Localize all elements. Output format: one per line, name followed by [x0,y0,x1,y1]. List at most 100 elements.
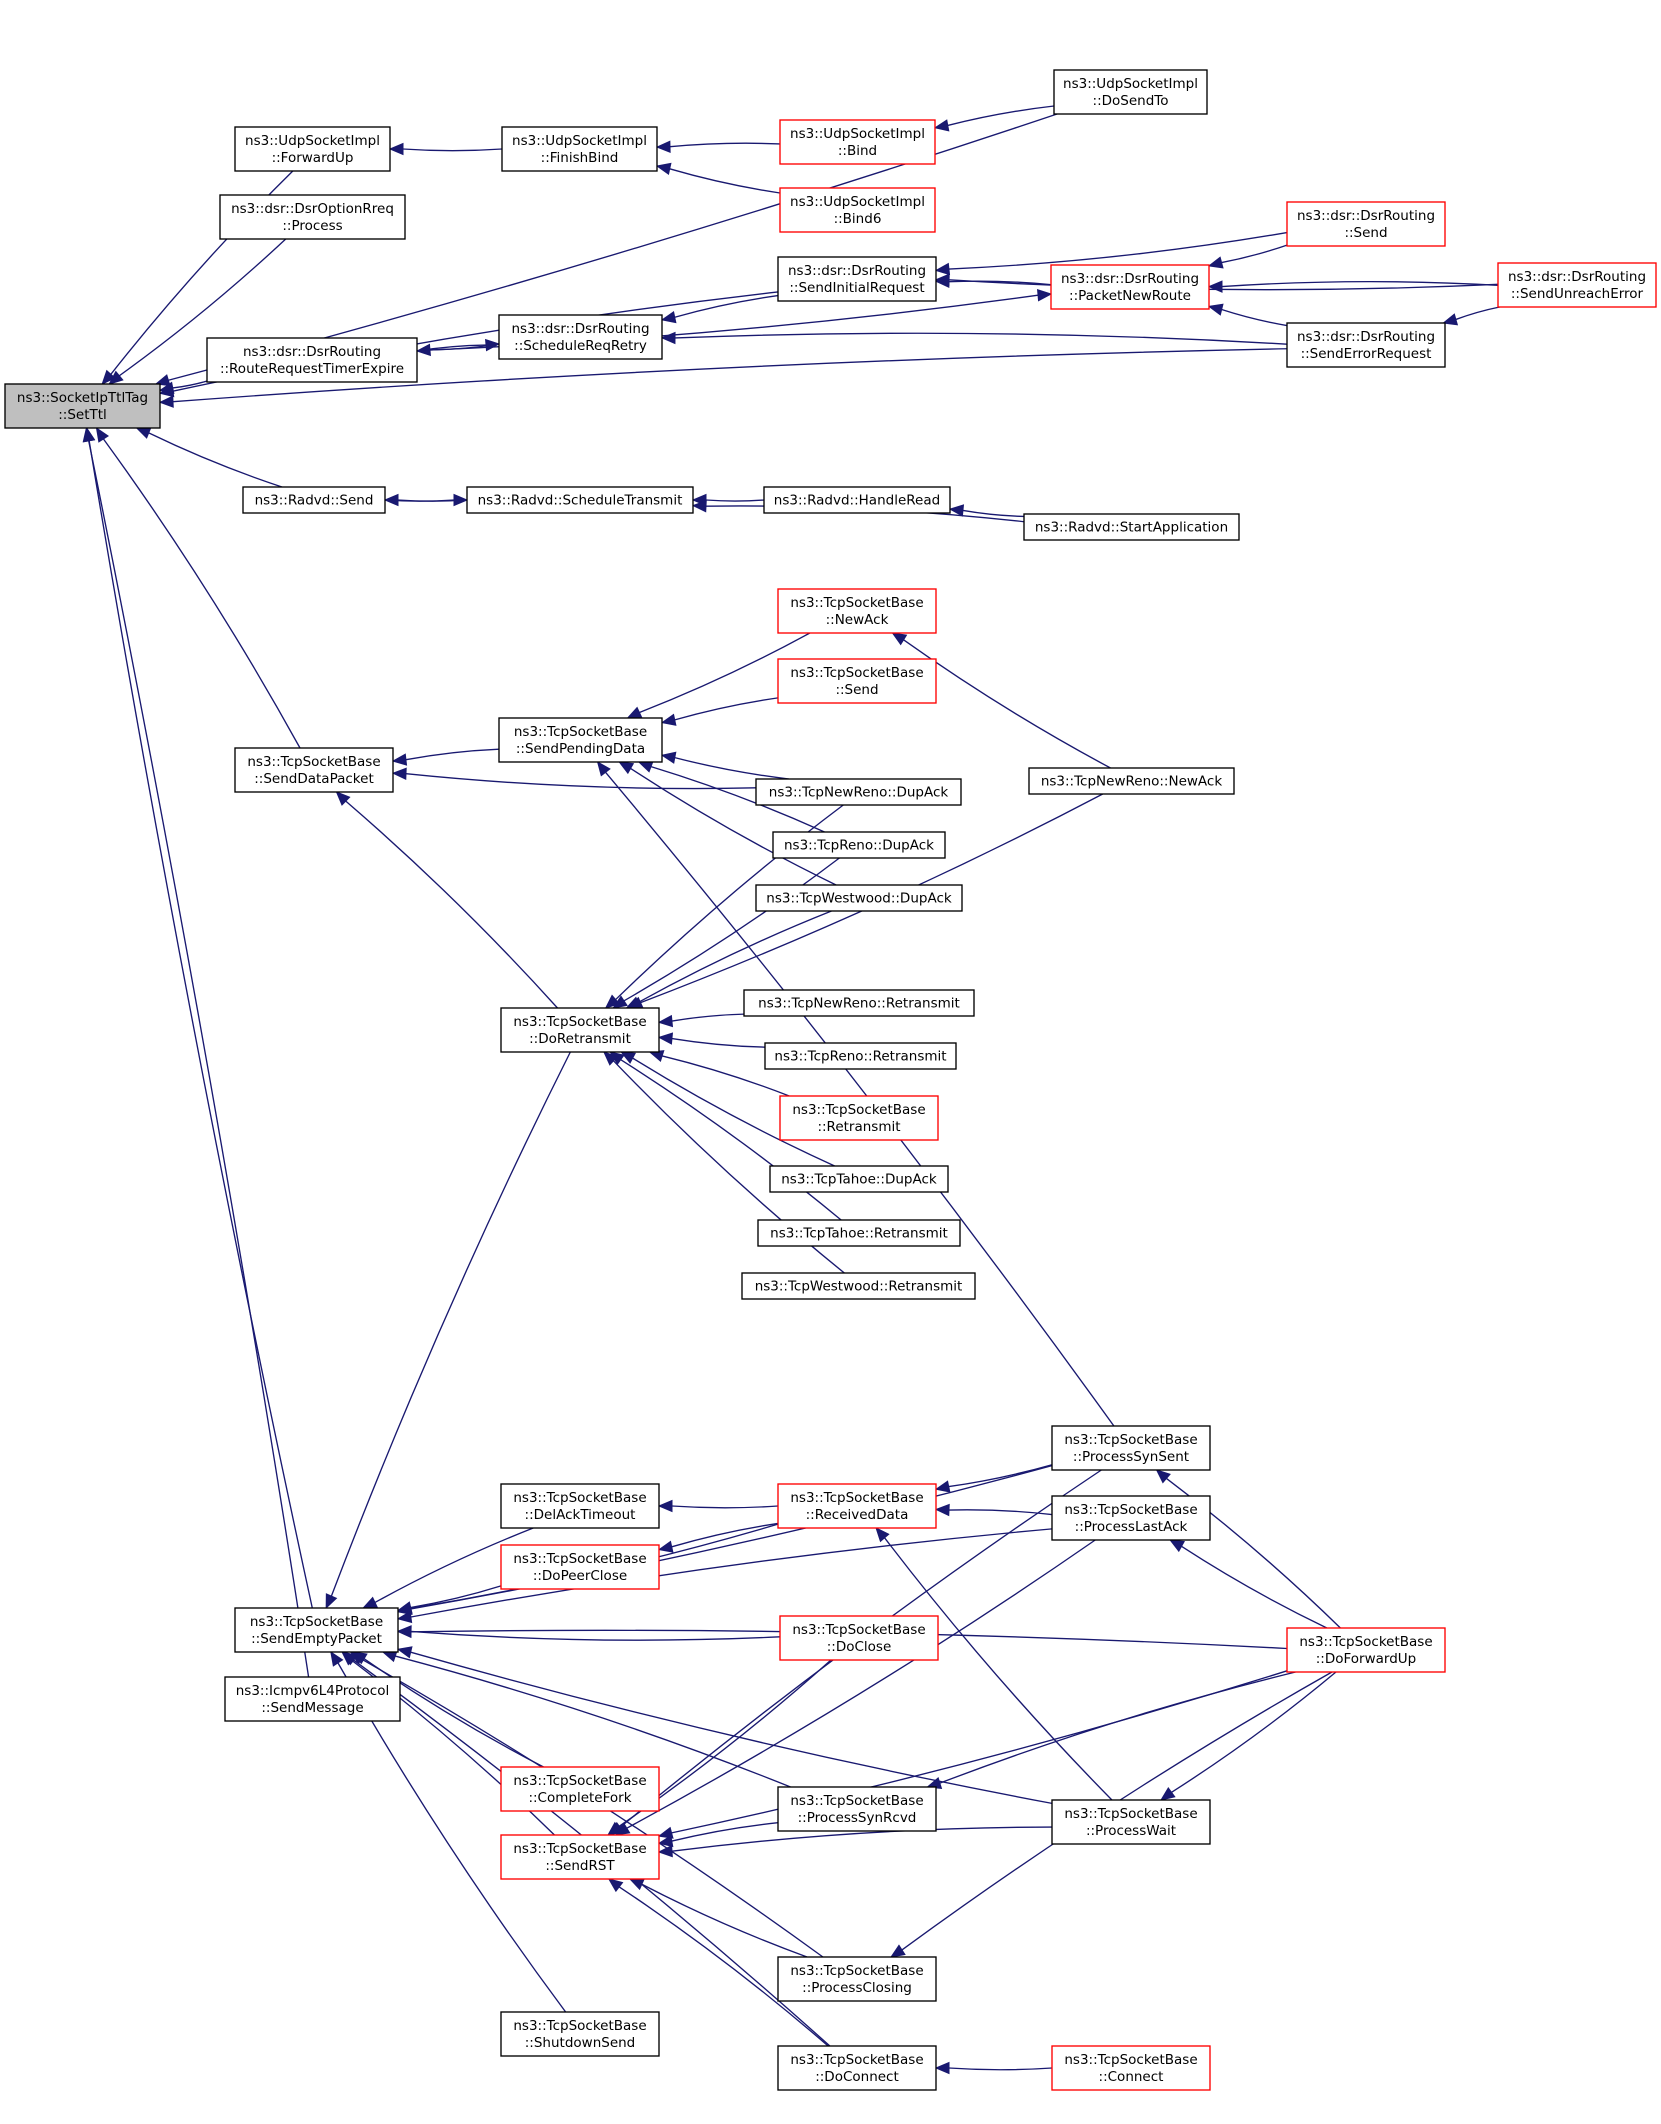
node-box [1053,69,1208,115]
arrowhead-icon [396,1601,413,1614]
node-label-line: ::ReceivedData [806,1507,909,1523]
node-tcp-synsent[interactable]: ns3::TcpSocketBase::ProcessSynSent [1051,1425,1211,1471]
node-tcp-doclose[interactable]: ns3::TcpSocketBase::DoClose [779,1615,939,1661]
node-label-line: ns3::TcpSocketBase [1299,1634,1432,1650]
node-box [1497,262,1657,308]
node-newreno-dupack[interactable]: ns3::TcpNewReno::DupAck [755,778,962,806]
node-udp-forwardup[interactable]: ns3::UdpSocketImpl::ForwardUp [234,126,391,172]
arrowhead-icon [362,1596,379,1609]
node-tcp-retx[interactable]: ns3::TcpSocketBase::Retransmit [779,1095,939,1141]
node-dsr-senderr[interactable]: ns3::dsr::DsrRouting::SendErrorRequest [1286,322,1446,368]
edge-line [705,499,765,502]
call-edge-reno_dupack-to-tcp_doretx [612,857,840,1009]
node-settl[interactable]: ns3::SocketIpTtlTag::SetTtl [4,383,161,429]
node-udp-bind6[interactable]: ns3::UdpSocketImpl::Bind6 [779,187,936,233]
node-tcp-sdp[interactable]: ns3::TcpSocketBase::SendDataPacket [234,747,394,793]
call-edge-newreno_dupack-to-tcp_sdp [391,767,757,790]
node-radvd-start[interactable]: ns3::Radvd::StartApplication [1023,513,1240,541]
call-edge-dsr_unreach-to-dsr_sendinit [934,273,1499,291]
arrowhead-icon [596,760,611,777]
node-tcp-shutdown[interactable]: ns3::TcpSocketBase::ShutdownSend [500,2011,660,2057]
node-tcp-fwdup[interactable]: ns3::TcpSocketBase::DoForwardUp [1286,1627,1446,1673]
node-tcp-delack[interactable]: ns3::TcpSocketBase::DelAckTimeout [500,1483,660,1529]
node-dsr-sched[interactable]: ns3::dsr::DsrRouting::ScheduleReqRetry [498,314,663,360]
node-box [755,778,962,806]
node-reno-retx[interactable]: ns3::TcpReno::Retransmit [764,1042,957,1070]
node-icmp-sendmsg[interactable]: ns3::Icmpv6L4Protocol::SendMessage [224,1676,401,1722]
node-tcp-send[interactable]: ns3::TcpSocketBase::Send [777,658,937,704]
arrowhead-icon [889,1944,906,1958]
edge-line [948,1509,1053,1516]
node-label-line: ::DoForwardUp [1316,1651,1417,1667]
node-label-line: ::Bind6 [834,211,882,227]
node-tcp-synrcvd[interactable]: ns3::TcpSocketBase::ProcessSynRcvd [777,1786,937,1832]
edge-layer [82,105,1500,2075]
arrowhead-icon [602,1051,619,1066]
edge-line [1181,1545,1328,1629]
node-udp-finishbind[interactable]: ns3::UdpSocketImpl::FinishBind [501,126,658,172]
call-edge-dsr_send-to-dsr_sendinit [934,231,1288,276]
node-tcp-doconnect[interactable]: ns3::TcpSocketBase::DoConnect [777,2045,937,2091]
call-edge-tcp_synsent-to-tcp_recvdata [934,1464,1053,1493]
node-label-line: ns3::Radvd::Send [255,493,374,509]
call-edge-tcp_doclose-to-tcp_sep [396,1625,781,1641]
node-tcp-peerclose[interactable]: ns3::TcpSocketBase::DoPeerClose [500,1544,660,1590]
node-label-line: ::RouteRequestTimerExpire [220,361,404,377]
node-dsr-send[interactable]: ns3::dsr::DsrRouting::Send [1286,201,1446,247]
node-newreno-retx[interactable]: ns3::TcpNewReno::Retransmit [743,989,975,1017]
node-westwood-dupack[interactable]: ns3::TcpWestwood::DupAck [755,884,963,912]
node-dsr-unreach[interactable]: ns3::dsr::DsrRouting::SendUnreachError [1497,262,1657,308]
node-label-line: ns3::TcpSocketBase [513,1841,646,1857]
node-label-line: ns3::TcpSocketBase [513,1490,646,1506]
node-tcp-wait[interactable]: ns3::TcpSocketBase::ProcessWait [1051,1799,1211,1845]
node-label-line: ns3::TcpNewReno::NewAck [1041,774,1223,790]
node-tahoe-retx[interactable]: ns3::TcpTahoe::Retransmit [757,1219,961,1247]
call-edge-newreno_retx-to-tcp_doretx [657,1013,745,1028]
node-box [219,194,406,240]
node-udp-bind[interactable]: ns3::UdpSocketImpl::Bind [779,119,936,165]
node-tahoe-dupack[interactable]: ns3::TcpTahoe::DupAck [769,1165,949,1193]
node-reno-dupack[interactable]: ns3::TcpReno::DupAck [772,831,946,859]
edge-line [626,1539,1096,1829]
node-tcp-recvdata[interactable]: ns3::TcpSocketBase::ReceivedData [777,1483,937,1529]
node-box [1286,201,1446,247]
node-dsr-pktnew[interactable]: ns3::dsr::DsrRouting::PacketNewRoute [1050,264,1210,310]
edge-line [948,280,1052,286]
node-box [769,1165,949,1193]
call-edge-tcp_wait-to-tcp_sep [396,1646,1053,1805]
edge-line [903,639,1111,769]
arrowhead-icon [101,369,116,385]
edge-line [384,499,455,502]
call-edge-tcp_sep-to-settl [83,426,313,1609]
arrowhead-icon [655,162,672,176]
node-tcp-closing[interactable]: ns3::TcpSocketBase::ProcessClosing [777,1956,937,2002]
node-westwood-retx[interactable]: ns3::TcpWestwood::Retransmit [741,1272,976,1300]
arrowhead-icon [657,1826,674,1839]
node-tcp-newack[interactable]: ns3::TcpSocketBase::NewAck [777,588,937,634]
node-box [498,717,663,763]
edge-line [948,1464,1053,1488]
node-dsr-rrte[interactable]: ns3::dsr::DsrRouting::RouteRequestTimerE… [206,337,418,383]
edge-line [410,1528,1053,1618]
node-label-line: ::ProcessClosing [802,1980,912,1996]
node-tcp-doretx[interactable]: ns3::TcpSocketBase::DoRetransmit [500,1007,660,1053]
arrowhead-icon [626,706,643,719]
node-newreno-newack[interactable]: ns3::TcpNewReno::NewAck [1028,767,1235,795]
node-tcp-connect[interactable]: ns3::TcpSocketBase::Connect [1051,2045,1211,2091]
node-label-line: ns3::TcpTahoe::Retransmit [770,1226,948,1242]
node-dsr-sendinit[interactable]: ns3::dsr::DsrRouting::SendInitialRequest [777,256,937,302]
edge-line [330,1051,571,1597]
node-tcp-lastack[interactable]: ns3::TcpSocketBase::ProcessLastAck [1051,1495,1211,1541]
node-tcp-complete[interactable]: ns3::TcpSocketBase::CompleteFork [500,1766,660,1812]
node-radvd-sched[interactable]: ns3::Radvd::ScheduleTransmit [466,486,694,514]
node-radvd-send[interactable]: ns3::Radvd::Send [242,486,386,514]
edge-line [650,765,825,833]
arrowhead-icon [934,1503,950,1517]
node-radvd-read[interactable]: ns3::Radvd::HandleRead [763,486,951,514]
node-tcp-sep[interactable]: ns3::TcpSocketBase::SendEmptyPacket [234,1607,399,1653]
node-udp-dosendto[interactable]: ns3::UdpSocketImpl::DoSendTo [1053,69,1208,115]
node-tcp-sendrst[interactable]: ns3::TcpSocketBase::SendRST [500,1834,660,1880]
node-dsr-optrreq[interactable]: ns3::dsr::DsrOptionRreq::Process [219,194,406,240]
edge-line [1455,306,1500,321]
node-tcp-spd[interactable]: ns3::TcpSocketBase::SendPendingData [498,717,663,763]
